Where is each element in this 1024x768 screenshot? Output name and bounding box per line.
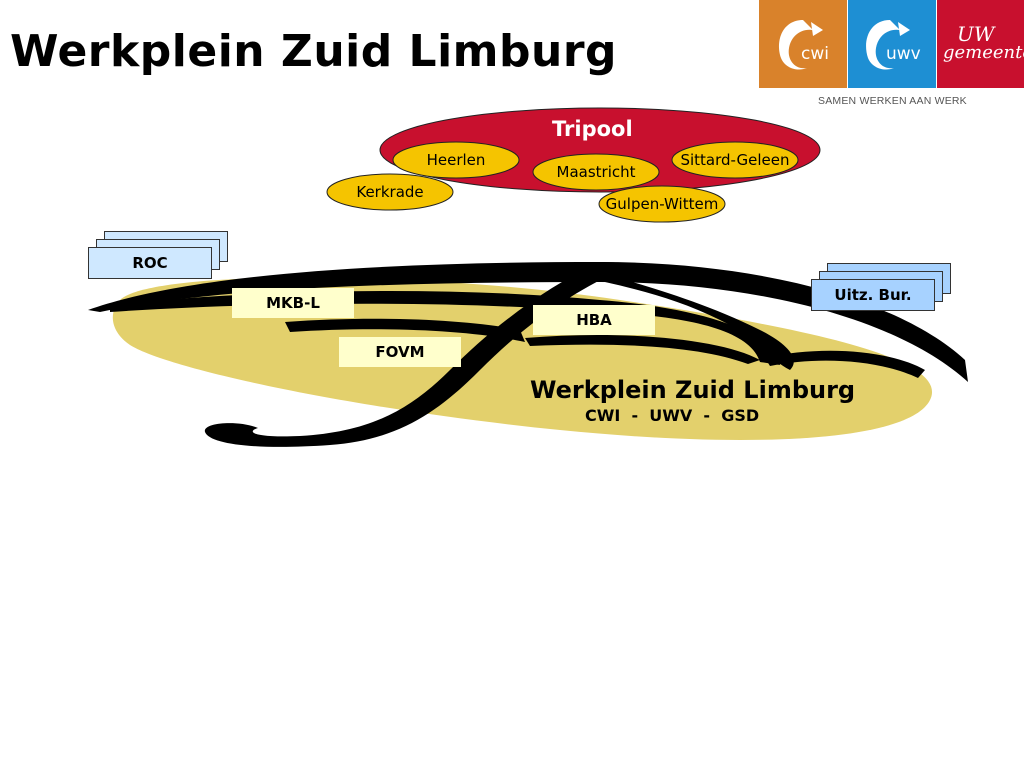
gemeente-logo-line2: gemeente [943, 42, 1024, 63]
cwi-swoosh-icon [779, 20, 823, 70]
page-title: Werkplein Zuid Limburg [10, 26, 618, 77]
uwv-logo: uwv [848, 0, 936, 88]
pill-gulpen-shape [598, 185, 726, 223]
uwv-logo-text: uwv [886, 44, 921, 64]
pill-kerkrade-shape [326, 173, 454, 211]
city-kerkrade: Kerkrade [356, 183, 424, 201]
pill-maastricht-shape [532, 153, 660, 191]
city-sittard-geleen: Sittard-Geleen [680, 151, 790, 169]
pill-sittard-shape [671, 141, 799, 179]
tagline: SAMEN WERKEN AAN WERK [818, 95, 967, 107]
gemeente-logo: UW gemeente [937, 0, 1024, 88]
mkb-l-box: MKB-L [232, 288, 354, 318]
uwv-swoosh-icon [866, 20, 910, 70]
cwi-logo: cwi [759, 0, 847, 88]
fovm-box: FOVM [339, 337, 461, 367]
pill-heerlen-shape [392, 141, 520, 179]
city-heerlen: Heerlen [426, 151, 486, 169]
roc-box: ROC [88, 247, 212, 279]
uitz-bur-box: Uitz. Bur. [811, 279, 935, 311]
city-gulpen-wittem: Gulpen-Wittem [605, 195, 719, 213]
cwi-logo-text: cwi [801, 44, 829, 64]
gemeente-logo-line1: UW [957, 22, 995, 46]
werkplein-subtitle: CWI - UWV - GSD [585, 406, 760, 425]
city-maastricht: Maastricht [556, 163, 636, 181]
tripool-label: Tripool [552, 117, 633, 141]
hba-box: HBA [533, 305, 655, 335]
werkplein-title: Werkplein Zuid Limburg [530, 376, 856, 404]
